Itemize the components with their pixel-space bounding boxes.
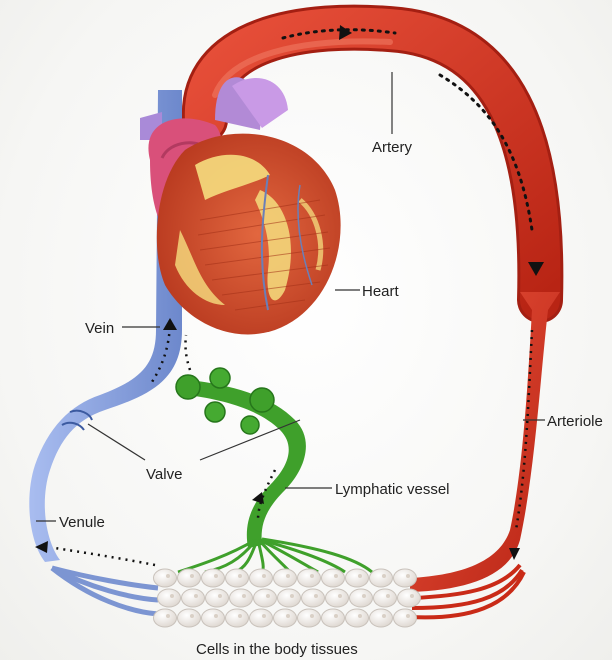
tissue-cell — [225, 568, 249, 588]
tissue-cell — [345, 568, 369, 588]
tissue-cells — [153, 568, 421, 628]
cell-nucleus — [166, 574, 170, 578]
tissue-cell — [201, 608, 225, 628]
tissue-cell — [153, 568, 177, 588]
tissue-cell — [301, 588, 325, 608]
tissue-cell — [181, 588, 205, 608]
tissue-cell — [253, 588, 277, 608]
valve-icon — [69, 409, 93, 421]
tissue-cell — [177, 568, 201, 588]
tissue-cell — [393, 568, 417, 588]
tissue-cell — [321, 608, 345, 628]
venule-label: Venule — [59, 514, 105, 531]
tissue-cell — [297, 608, 321, 628]
heart-label: Heart — [362, 283, 400, 300]
tissue-cell — [277, 588, 301, 608]
tissue-cell — [249, 608, 273, 628]
cell-nucleus — [286, 614, 290, 618]
tissue-cell — [321, 568, 345, 588]
tissue-cell — [393, 608, 417, 628]
tissue-cell — [177, 608, 201, 628]
tissue-cell — [249, 568, 273, 588]
flow-arrow-icon — [252, 492, 264, 504]
cell-nucleus — [214, 614, 218, 618]
lymph-node — [240, 415, 260, 435]
cell-nucleus — [386, 594, 390, 598]
tissue-cell — [157, 588, 181, 608]
cell-nucleus — [238, 574, 242, 578]
flow-arrow-icon — [528, 262, 544, 276]
flow-arrow-icon — [163, 318, 177, 330]
cell-nucleus — [238, 614, 242, 618]
lymph-node — [209, 367, 231, 389]
cell-nucleus — [362, 594, 366, 598]
lymph-node — [249, 387, 275, 413]
cell-nucleus — [314, 594, 318, 598]
tissue-cell — [369, 608, 393, 628]
cell-nucleus — [382, 614, 386, 618]
tissue-cell — [369, 568, 393, 588]
lymphatic-vessel-label: Lymphatic vessel — [335, 481, 450, 498]
cell-nucleus — [310, 574, 314, 578]
lymphatic-vessel — [175, 334, 373, 574]
cell-nucleus — [286, 574, 290, 578]
flow-arrow-icon — [35, 541, 48, 553]
tissue-cell — [273, 608, 297, 628]
valve-label: Valve — [146, 466, 182, 483]
valve-leader-left — [87, 423, 146, 461]
cell-nucleus — [214, 574, 218, 578]
cell-nucleus — [262, 614, 266, 618]
tissue-cell — [325, 588, 349, 608]
vein-label: Vein — [85, 320, 114, 337]
cell-nucleus — [262, 574, 266, 578]
cell-nucleus — [358, 614, 362, 618]
cell-nucleus — [290, 594, 294, 598]
cell-nucleus — [218, 594, 222, 598]
cells-label: Cells in the body tissues — [196, 641, 358, 658]
tissue-cell — [349, 588, 373, 608]
cell-nucleus — [338, 594, 342, 598]
cell-nucleus — [190, 614, 194, 618]
tissue-cell — [229, 588, 253, 608]
lymph-node — [175, 374, 201, 400]
tissue-cell — [397, 588, 421, 608]
cell-nucleus — [242, 594, 246, 598]
tissue-cell — [205, 588, 229, 608]
tissue-cell — [201, 568, 225, 588]
cell-nucleus — [358, 574, 362, 578]
flow-arrow-icon — [509, 548, 520, 560]
cell-nucleus — [170, 594, 174, 598]
flow-arrow-icon — [339, 25, 352, 40]
cell-nucleus — [382, 574, 386, 578]
cell-nucleus — [410, 594, 414, 598]
cell-nucleus — [194, 594, 198, 598]
heart — [148, 77, 341, 335]
arteriole — [409, 292, 560, 620]
cell-nucleus — [310, 614, 314, 618]
valve-leader-right — [199, 419, 301, 461]
cell-nucleus — [406, 574, 410, 578]
arteriole-label: Arteriole — [547, 413, 603, 430]
tissue-cell — [373, 588, 397, 608]
tissue-cell — [225, 608, 249, 628]
cell-nucleus — [334, 614, 338, 618]
tissue-cell — [153, 608, 177, 628]
cell-nucleus — [190, 574, 194, 578]
artery-label: Artery — [372, 139, 413, 156]
lymph-node — [204, 401, 226, 423]
tissue-cell — [273, 568, 297, 588]
tissue-cell — [297, 568, 321, 588]
cell-nucleus — [266, 594, 270, 598]
cell-nucleus — [406, 614, 410, 618]
valve-icon — [61, 421, 85, 431]
cell-nucleus — [166, 614, 170, 618]
cell-nucleus — [334, 574, 338, 578]
tissue-cell — [345, 608, 369, 628]
